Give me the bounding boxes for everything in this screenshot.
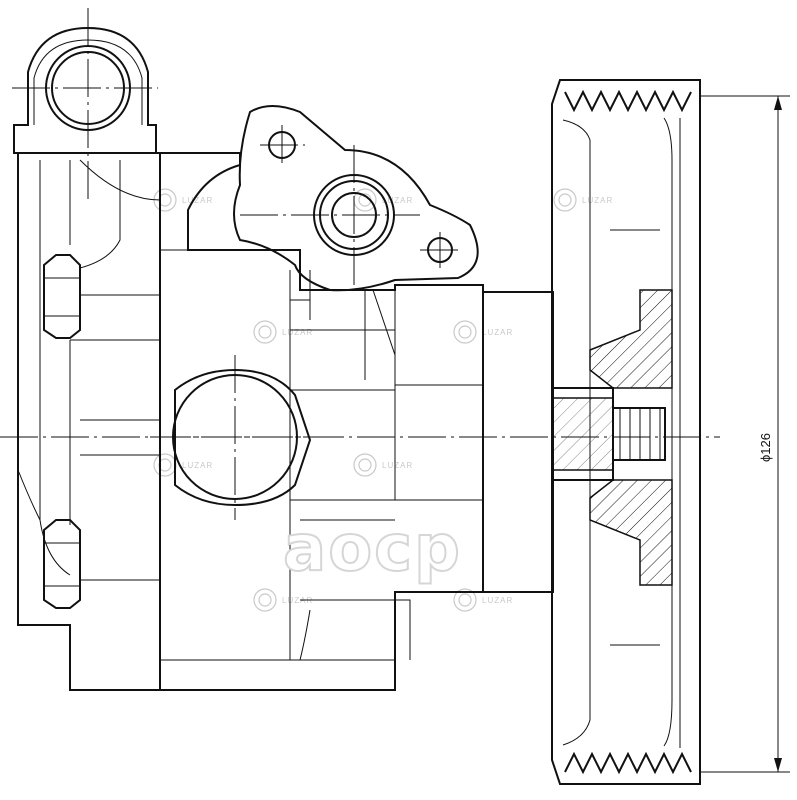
svg-text:LUZAR: LUZAR <box>282 328 313 337</box>
svg-text:LUZAR: LUZAR <box>382 196 413 205</box>
svg-text:LUZAR: LUZAR <box>282 596 313 605</box>
svg-text:LUZAR: LUZAR <box>582 196 613 205</box>
outlet-fitting <box>233 105 479 292</box>
top-mount-boss <box>12 8 158 200</box>
svg-text:LUZAR: LUZAR <box>182 196 213 205</box>
bolt-lower <box>43 519 81 609</box>
pulley <box>551 79 701 785</box>
svg-text:LUZAR: LUZAR <box>482 596 513 605</box>
diameter-dimension: ϕ126 <box>700 95 790 773</box>
watermark-logo: LUZAR <box>253 588 313 612</box>
watermark-logo: LUZAR <box>253 320 313 344</box>
brand-watermark: aocp <box>283 512 462 586</box>
pump-housing <box>159 152 484 691</box>
watermark-logo: LUZAR <box>353 453 413 477</box>
bolt-upper <box>43 254 81 339</box>
left-flange <box>17 152 161 691</box>
watermark-logo: LUZAR <box>453 588 513 612</box>
svg-text:LUZAR: LUZAR <box>382 461 413 470</box>
diameter-label: ϕ126 <box>758 433 773 462</box>
svg-text:LUZAR: LUZAR <box>482 328 513 337</box>
watermark-logo: LUZAR <box>153 188 213 212</box>
watermark-logo: LUZAR <box>453 320 513 344</box>
watermark-group: LUZAR LUZAR LUZAR LUZAR LUZAR LUZAR LUZA… <box>153 188 613 612</box>
svg-text:LUZAR: LUZAR <box>182 461 213 470</box>
watermark-logo: LUZAR <box>553 188 613 212</box>
